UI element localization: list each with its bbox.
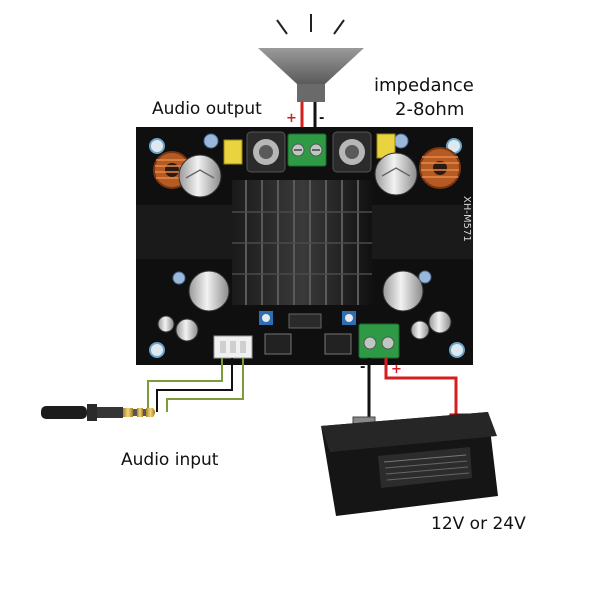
- toroid-inductor-right: [419, 147, 461, 189]
- power-inductor-right: [332, 131, 372, 173]
- audio-input-label: Audio input: [121, 450, 219, 470]
- supply-voltage-label: 12V or 24V: [431, 514, 526, 534]
- output-minus-sign: -: [319, 111, 325, 126]
- battery-icon: [321, 412, 498, 516]
- audio-jack-plug-icon: [41, 404, 155, 421]
- power-minus-sign: -: [360, 360, 366, 375]
- impedance-value-label: 2-8ohm: [395, 99, 465, 120]
- power-plus-sign: +: [391, 362, 402, 377]
- electrolytic-capacitors-bottom: [157, 270, 452, 342]
- impedance-label: impedance: [374, 75, 474, 96]
- speaker-output-terminal: [287, 133, 327, 167]
- board-model-label: XH-M571: [461, 196, 472, 242]
- speaker-icon: [258, 14, 364, 102]
- power-input-terminal: [358, 323, 400, 359]
- power-inductor-left: [246, 131, 286, 173]
- output-plus-sign: +: [286, 111, 297, 126]
- trimmer-potentiometers: [259, 311, 356, 325]
- ic-chips: [264, 313, 352, 355]
- electrolytic-capacitors-top: [178, 152, 418, 198]
- film-capacitors: [223, 133, 396, 165]
- heatsink: [232, 180, 372, 305]
- audio-input-wires: [140, 358, 244, 413]
- audio-input-connector: [213, 335, 253, 359]
- audio-output-label: Audio output: [152, 99, 262, 119]
- power-wires: [367, 358, 458, 422]
